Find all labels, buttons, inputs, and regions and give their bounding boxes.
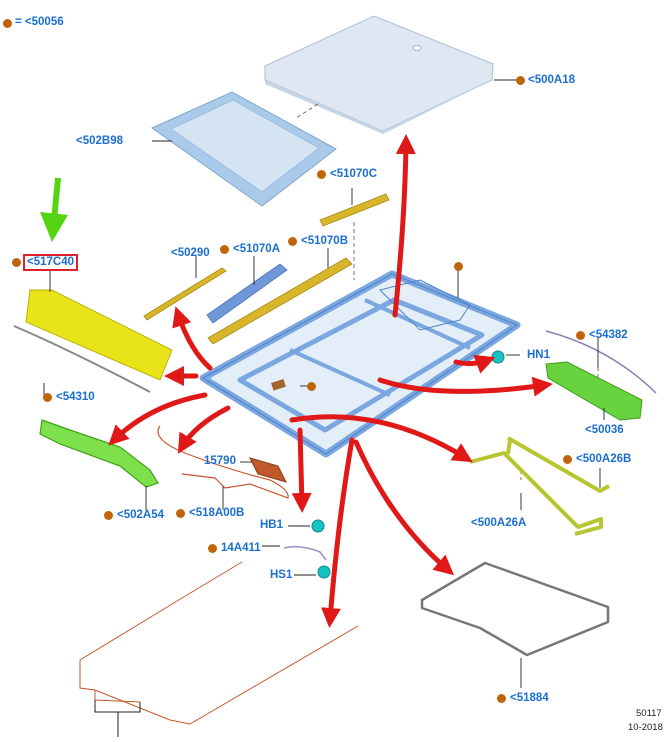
label-502a54[interactable]: <502A54 [117, 509, 164, 521]
legend-text: = <50056 [15, 16, 64, 28]
label-50290[interactable]: <50290 [171, 247, 210, 259]
fastener-hn1-part [491, 350, 505, 364]
label-54382[interactable]: <54382 [589, 329, 628, 341]
label-500a18[interactable]: <500A18 [528, 74, 575, 86]
seal-51884-part [420, 561, 610, 657]
label-518a00b[interactable]: <518A00B [189, 507, 245, 519]
strip-51070b-part [207, 257, 353, 345]
dot-icon [208, 544, 217, 553]
seal-54310-part [13, 325, 151, 393]
label-54310[interactable]: <54310 [56, 391, 95, 403]
dot-icon [3, 19, 12, 28]
leader-lines [43, 79, 605, 688]
bracket-14a411-part [283, 545, 327, 561]
screw-hs1-part [317, 565, 331, 579]
roof-panel-part [264, 15, 494, 134]
bolt-hb1-part [311, 519, 325, 533]
rail-51070a-part [206, 263, 288, 324]
shade-50036-part [545, 361, 643, 421]
seal-54382-part [545, 330, 657, 394]
label-14a411[interactable]: 14A411 [221, 542, 261, 554]
dot-icon [43, 393, 52, 402]
label-500a26a[interactable]: <500A26A [471, 517, 527, 529]
rail-502a54-part [39, 419, 159, 488]
dot-icon [576, 331, 585, 340]
dot-icon [317, 170, 326, 179]
label-hs1[interactable]: HS1 [270, 569, 293, 581]
strip-50290-part [143, 267, 227, 321]
label-hb1[interactable]: HB1 [260, 519, 284, 531]
dot-icon [563, 455, 572, 464]
label-500a26b[interactable]: <500A26B [576, 453, 632, 465]
label-51070a[interactable]: <51070A [233, 243, 280, 255]
dot-icon [516, 76, 525, 85]
dot-icon [220, 245, 229, 254]
roof-frame-detail [202, 273, 519, 455]
dot-icon [288, 237, 297, 246]
motor-15790-part [249, 457, 287, 483]
diagram-date: 10-2018 [628, 722, 663, 733]
label-502b98[interactable]: <502B98 [76, 135, 123, 147]
sunroof-glass-frame-part [150, 91, 337, 207]
label-15790[interactable]: 15790 [204, 455, 236, 467]
label-51070b[interactable]: <51070B [301, 235, 348, 247]
dot-icon [176, 509, 185, 518]
dot-icon [307, 382, 316, 391]
dot-icon [104, 511, 113, 520]
frame-500a26-part [469, 436, 610, 536]
dot-icon [497, 694, 506, 703]
dot-icon [454, 262, 463, 271]
direction-arrows [108, 134, 553, 628]
dot-icon [12, 258, 21, 267]
label-50036[interactable]: <50036 [585, 424, 624, 436]
green-arrow-icon [40, 177, 68, 242]
harness-part [79, 561, 359, 725]
sunshade-517c40-part [25, 289, 173, 381]
harness-leaders [94, 700, 141, 737]
label-hn1[interactable]: HN1 [527, 349, 551, 361]
bracket-part [271, 379, 286, 391]
strip-51070c-part [319, 193, 390, 227]
diagram-code: 50117 [636, 708, 662, 719]
label-51070c[interactable]: <51070C [330, 168, 377, 180]
cable-518a00b-part [157, 425, 289, 499]
label-51884[interactable]: <51884 [510, 692, 549, 704]
label-517c40[interactable]: <517C40 [23, 254, 78, 271]
